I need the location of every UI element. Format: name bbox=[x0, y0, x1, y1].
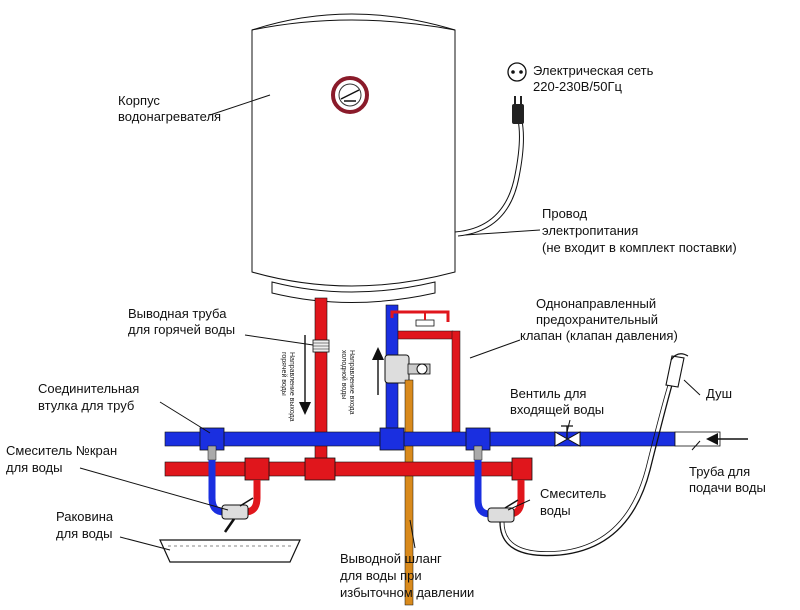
water-heater-tank bbox=[251, 13, 456, 303]
label-power-network: Электрическая сеть 220-230В/50Гц bbox=[533, 63, 657, 94]
label-faucet-right: Смеситель воды bbox=[540, 486, 610, 518]
label-drain-hose: Выводной шланг для воды при избыточном д… bbox=[340, 551, 474, 600]
label-hot-outlet-pipe: Выводная труба для горячей воды bbox=[128, 306, 235, 337]
label-shower: Душ bbox=[706, 386, 732, 401]
label-sink: Раковина для воды bbox=[56, 509, 117, 541]
thermometer-gauge-icon bbox=[331, 76, 369, 114]
check-valve bbox=[384, 354, 431, 384]
power-socket-icon bbox=[507, 62, 527, 82]
arrow-right-icon bbox=[706, 433, 748, 445]
label-power-cord: Провод электропитания (не входит в компл… bbox=[542, 206, 737, 255]
label-check-valve: Однонаправленный предохранительный клапа… bbox=[520, 296, 678, 343]
safety-valve-bypass bbox=[397, 312, 461, 442]
sink-basin bbox=[159, 539, 301, 563]
drain-hose bbox=[404, 379, 414, 606]
label-pipe-coupling: Соединительная втулка для труб bbox=[38, 381, 143, 413]
shower-hose bbox=[499, 384, 673, 557]
inlet-shutoff-valve bbox=[554, 425, 581, 447]
shower-head-icon bbox=[665, 353, 689, 388]
label-supply-pipe: Труба для подачи воды bbox=[689, 464, 766, 495]
label-cold-direction: Направление входа холодной воды bbox=[340, 350, 355, 416]
left-faucet-mixer bbox=[207, 445, 261, 533]
label-heater-body: Корпус водонагревателя bbox=[118, 93, 221, 124]
power-cord bbox=[454, 119, 524, 237]
hot-distribution-pipe bbox=[164, 457, 533, 481]
label-faucet-left: Смеситель №кран для воды bbox=[6, 443, 121, 475]
cold-flow-arrow-icon bbox=[372, 347, 384, 395]
label-inlet-valve: Вентиль для входящей воды bbox=[510, 386, 604, 417]
leader-lines bbox=[79, 94, 701, 551]
pipe-coupling-tee-mid bbox=[379, 427, 405, 451]
cold-supply-pipe bbox=[164, 431, 721, 447]
right-faucet-mixer bbox=[473, 445, 525, 523]
hot-flow-arrow-icon bbox=[299, 335, 311, 415]
hot-outlet-pipe bbox=[312, 297, 330, 469]
power-plug-icon bbox=[512, 96, 524, 124]
label-hot-direction: Направление выхода горячей воды bbox=[280, 352, 295, 424]
